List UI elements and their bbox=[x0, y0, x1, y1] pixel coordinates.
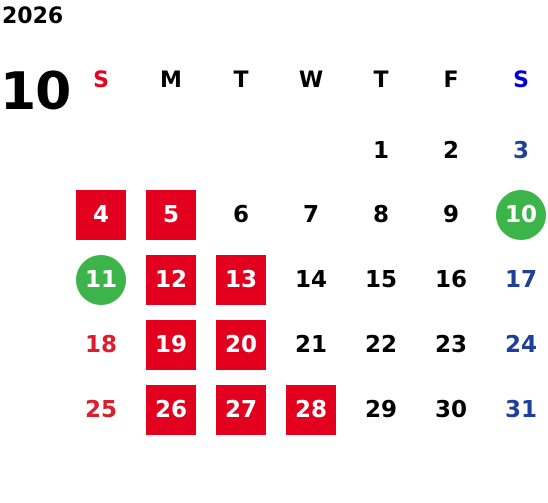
year-label: 2026 bbox=[2, 4, 64, 29]
day-cell[interactable]: 18 bbox=[84, 332, 117, 358]
weekday-label: T bbox=[233, 68, 249, 93]
day-cell[interactable]: 21 bbox=[294, 332, 327, 358]
day-cell[interactable]: 15 bbox=[364, 267, 397, 293]
day-cell[interactable]: 20 bbox=[216, 320, 266, 370]
day-cell[interactable]: 11 bbox=[76, 255, 126, 305]
weekday-label: T bbox=[373, 68, 389, 93]
day-cell[interactable]: 27 bbox=[216, 385, 266, 435]
day-cell[interactable]: 2 bbox=[442, 138, 459, 164]
weekday-label: F bbox=[443, 68, 459, 93]
day-cell[interactable]: 14 bbox=[294, 267, 327, 293]
day-cell[interactable]: 10 bbox=[496, 190, 546, 240]
day-cell[interactable]: 19 bbox=[146, 320, 196, 370]
day-cell[interactable]: 26 bbox=[146, 385, 196, 435]
day-cell[interactable]: 9 bbox=[442, 202, 459, 228]
day-cell[interactable]: 22 bbox=[364, 332, 397, 358]
day-cell[interactable]: 16 bbox=[434, 267, 467, 293]
day-cell[interactable]: 29 bbox=[364, 397, 397, 423]
day-cell[interactable]: 30 bbox=[434, 397, 467, 423]
day-cell[interactable]: 31 bbox=[504, 397, 537, 423]
day-cell[interactable]: 28 bbox=[286, 385, 336, 435]
day-cell[interactable]: 4 bbox=[76, 190, 126, 240]
weekday-label: M bbox=[160, 68, 182, 93]
day-cell[interactable]: 25 bbox=[84, 397, 117, 423]
day-cell[interactable]: 12 bbox=[146, 255, 196, 305]
day-cell[interactable]: 24 bbox=[504, 332, 537, 358]
day-cell[interactable]: 3 bbox=[512, 138, 529, 164]
weekday-label: S bbox=[513, 68, 529, 93]
day-cell[interactable]: 8 bbox=[372, 202, 389, 228]
day-cell[interactable]: 17 bbox=[504, 267, 537, 293]
weekday-label: W bbox=[298, 68, 324, 93]
day-cell[interactable]: 13 bbox=[216, 255, 266, 305]
day-cell[interactable]: 6 bbox=[232, 202, 249, 228]
day-cell[interactable]: 1 bbox=[372, 138, 389, 164]
day-cell[interactable]: 5 bbox=[146, 190, 196, 240]
day-cell[interactable]: 7 bbox=[302, 202, 319, 228]
day-cell[interactable]: 23 bbox=[434, 332, 467, 358]
weekday-label: S bbox=[93, 68, 109, 93]
month-label: 10 bbox=[0, 62, 71, 122]
